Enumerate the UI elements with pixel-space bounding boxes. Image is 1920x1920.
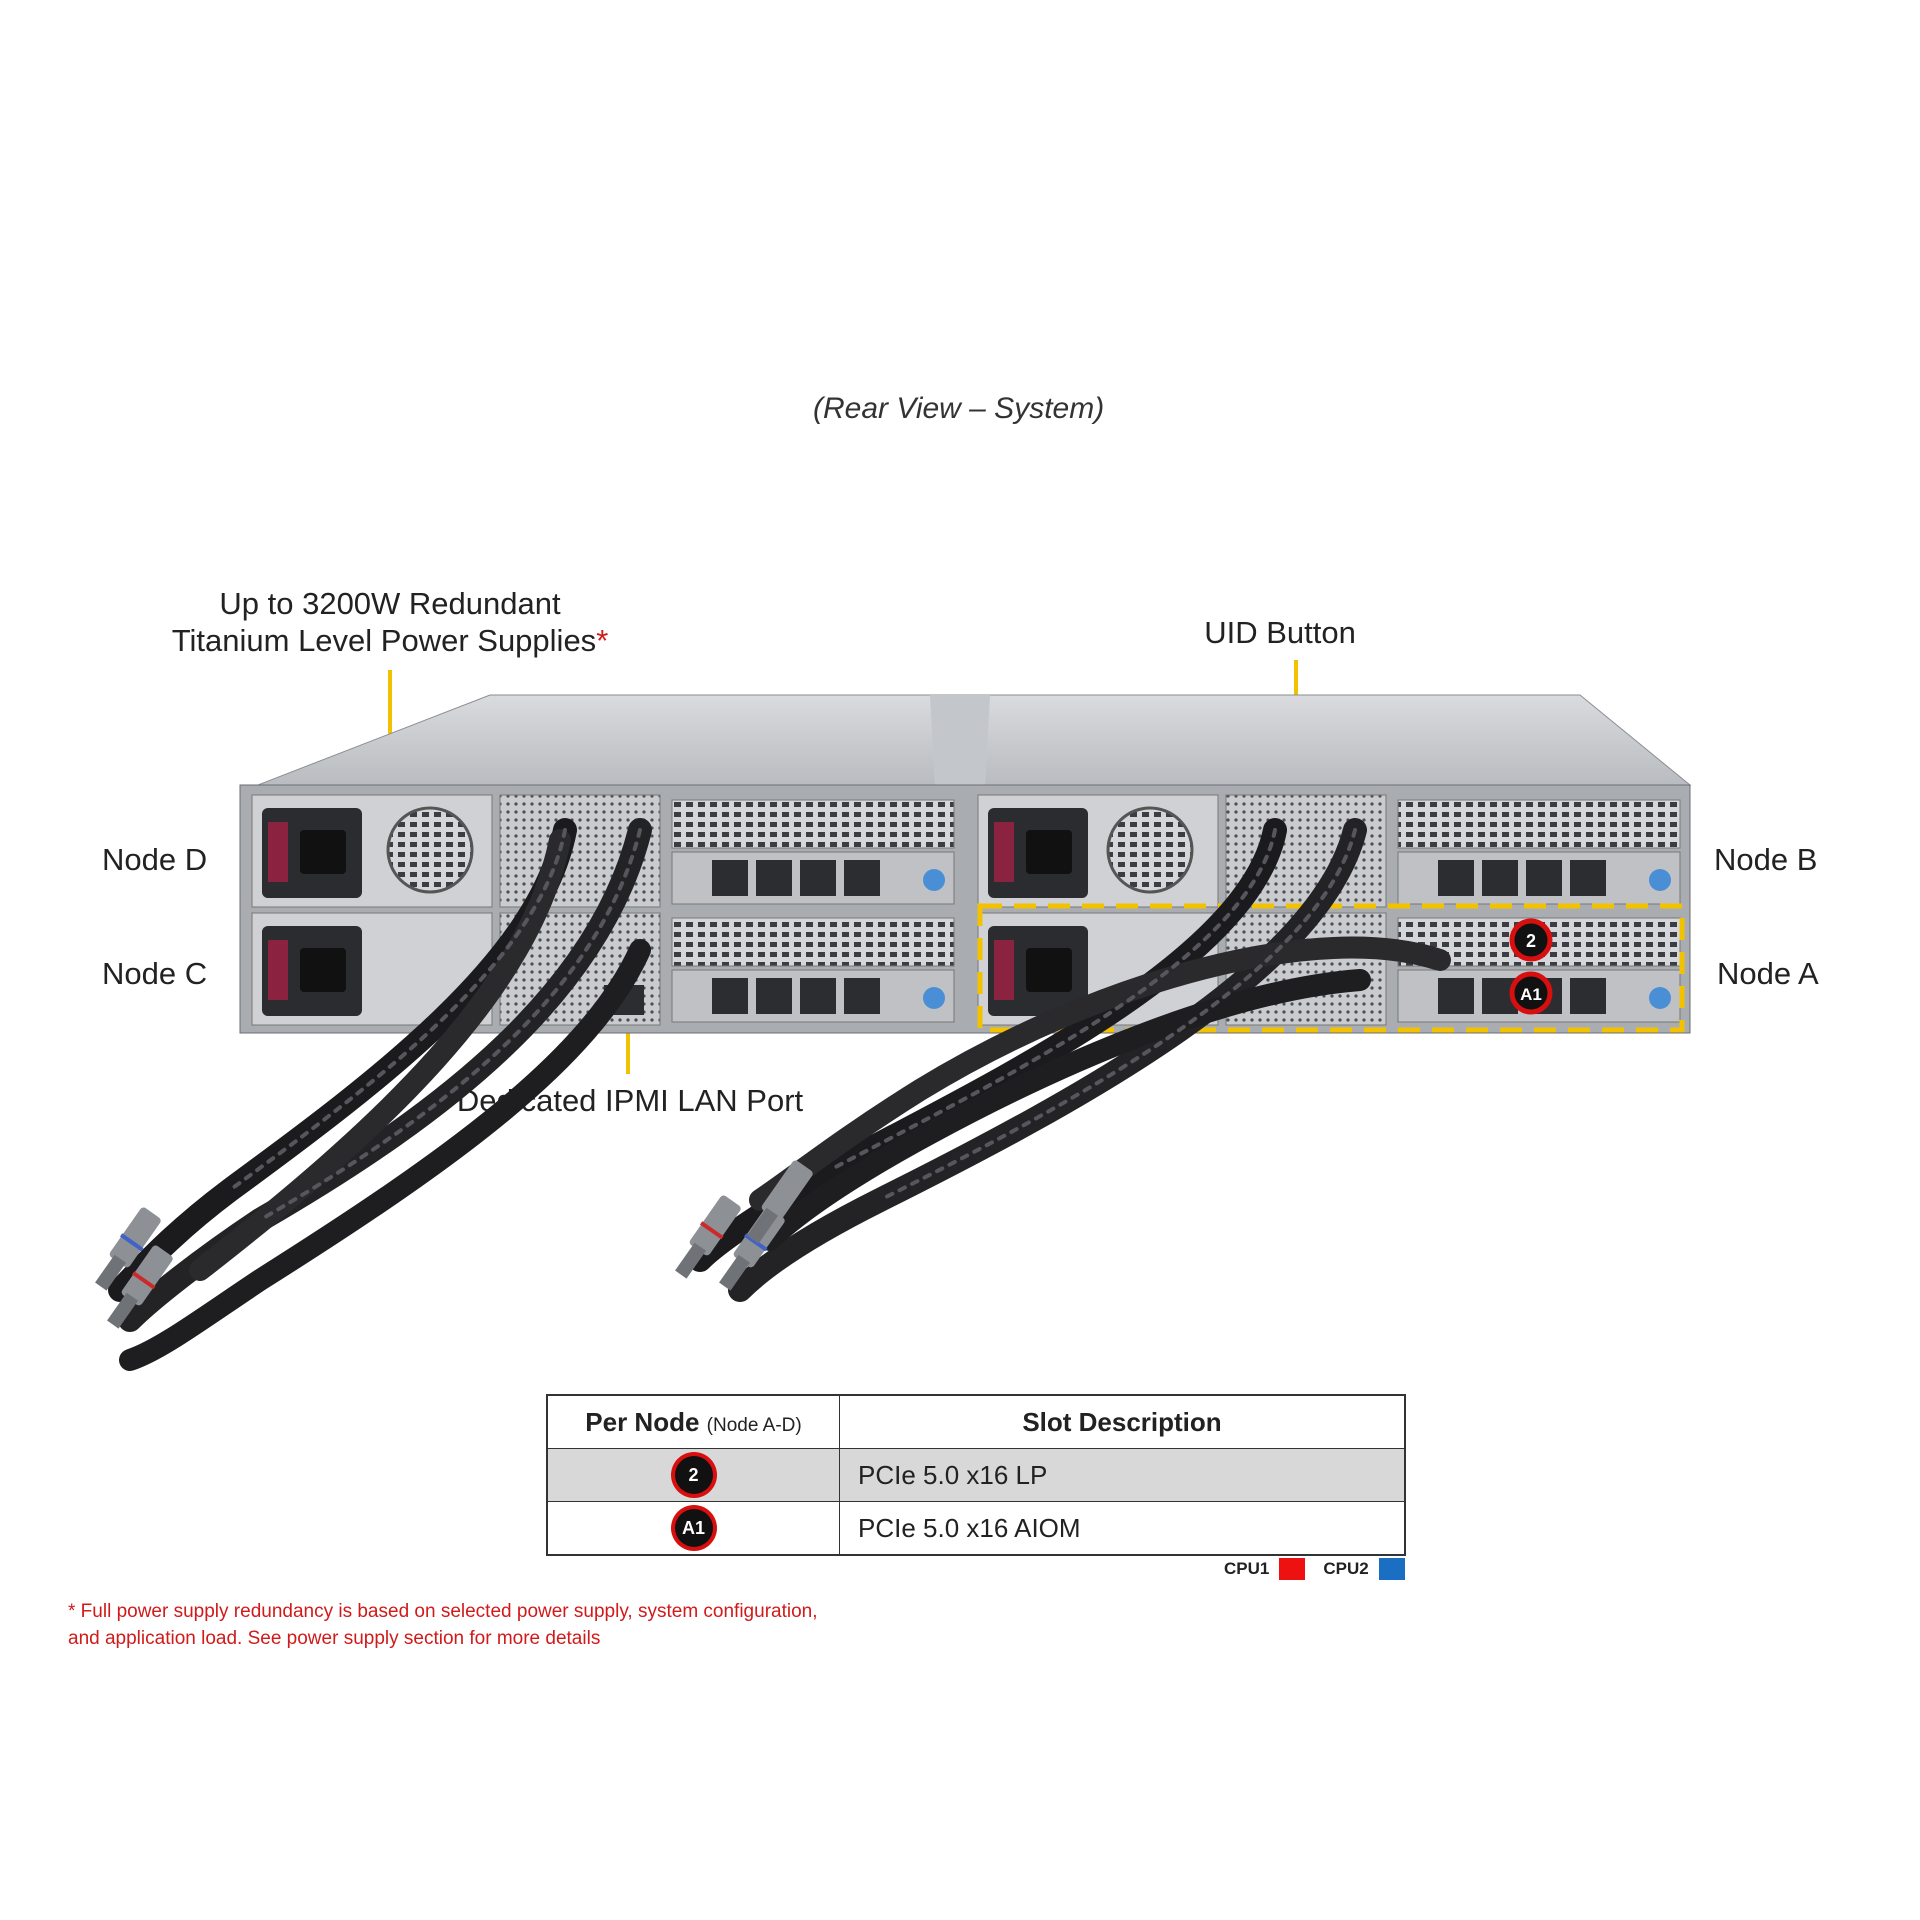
psu-callout-line1: Up to 3200W Redundant — [219, 586, 561, 621]
table-row-description: PCIe 5.0 x16 LP — [839, 1448, 1406, 1502]
slot-description-table: Per Node (Node A-D) Slot Description 2 P… — [546, 1394, 1406, 1556]
node-b-module — [977, 794, 1681, 908]
table-row-badge-cell: A1 — [546, 1501, 840, 1556]
slot-2-marker: 2 — [1509, 918, 1553, 962]
psu-callout-line2-text: Titanium Level Power Supplies — [171, 623, 597, 658]
right-hose-bundle — [688, 818, 1451, 1302]
power-footnote: * Full power supply redundancy is based … — [68, 1598, 818, 1652]
slot-a1-marker-text: A1 — [1520, 985, 1542, 1004]
cpu1-label: CPU1 — [1224, 1559, 1270, 1578]
cpu-legend: CPU1 CPU2 — [1224, 1558, 1405, 1580]
node-a-label: Node A — [1717, 956, 1819, 991]
left-hose-connectors — [95, 1207, 173, 1329]
slot-a1-marker: A1 — [1509, 971, 1553, 1015]
node-b-label: Node B — [1714, 842, 1818, 877]
slot-badge: 2 — [674, 1456, 713, 1494]
left-hose-bundle — [108, 818, 652, 1371]
chassis-seam — [930, 695, 990, 790]
table-row-badge-cell: 2 — [546, 1448, 840, 1502]
uid-callout: UID Button — [1204, 615, 1356, 650]
slot-description-header: Slot Description — [839, 1394, 1406, 1449]
ipmi-leader-line — [626, 1010, 630, 1074]
table-row-description: PCIe 5.0 x16 AIOM — [839, 1501, 1406, 1556]
node-b-psu-fan — [1106, 806, 1194, 894]
per-node-header-text: Per Node — [585, 1406, 700, 1437]
psu-callout-line2: Titanium Level Power Supplies* — [150, 622, 630, 659]
cpu2-swatch — [1378, 1558, 1405, 1580]
table-row: A1 PCIe 5.0 x16 AIOM — [546, 1501, 1406, 1556]
footnote-line1: * Full power supply redundancy is based … — [68, 1601, 818, 1622]
node-d-label: Node D — [102, 842, 208, 877]
table-row: 2 PCIe 5.0 x16 LP — [546, 1448, 1406, 1502]
figure-caption: (Rear View – System) — [813, 392, 1105, 425]
node-d-module — [251, 794, 955, 908]
psu-asterisk: * — [596, 623, 609, 658]
psu-callout: Up to 3200W Redundant Titanium Level Pow… — [150, 585, 630, 659]
table-header-row: Per Node (Node A-D) Slot Description — [546, 1394, 1406, 1449]
cpu2-label: CPU2 — [1323, 1559, 1369, 1578]
cpu1-swatch — [1279, 1558, 1306, 1580]
slot-2-marker-text: 2 — [1526, 931, 1536, 951]
node-d-psu-fan — [386, 806, 474, 894]
slot-badge: A1 — [674, 1509, 713, 1547]
node-c-label: Node C — [102, 956, 208, 991]
right-hose-connectors — [675, 1160, 813, 1291]
footnote-line2: and application load. See power supply s… — [68, 1628, 601, 1649]
per-node-header-sub: (Node A-D) — [706, 1414, 802, 1436]
per-node-header: Per Node (Node A-D) — [546, 1394, 840, 1449]
